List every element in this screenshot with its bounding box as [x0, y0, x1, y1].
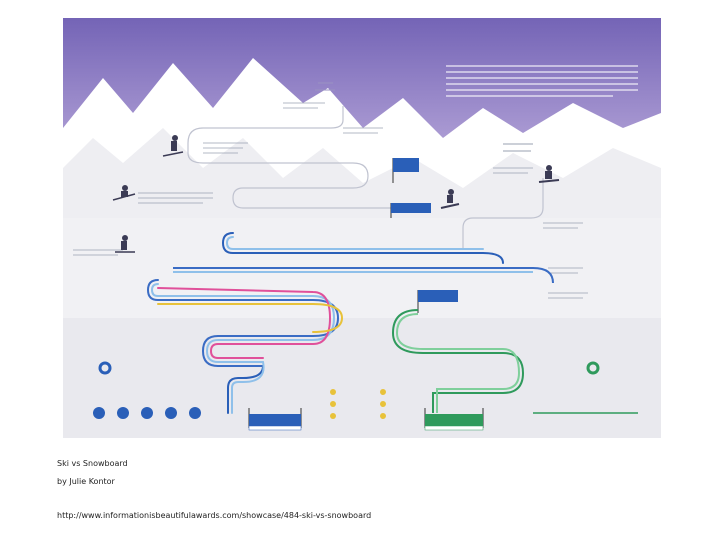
snowboarder-icon [538, 165, 560, 183]
caption-author: by Julie Kontor [57, 477, 115, 486]
silver-medal-icon [330, 401, 386, 407]
ski-history-heading [315, 82, 335, 91]
skier-icon [115, 235, 135, 253]
flag-icon [390, 203, 431, 218]
ski-track-upper [173, 267, 554, 284]
skier-icon [162, 135, 184, 157]
ski-track-lanes [146, 232, 504, 414]
ski-vs-snowboard-infographic [63, 18, 661, 438]
ski-bubble-row [93, 407, 201, 419]
snowboard-track-lanes [391, 309, 525, 413]
caption-title: Ski vs Snowboard [57, 459, 128, 468]
gold-medal-icon [330, 389, 386, 395]
ski-history-notes [73, 102, 383, 256]
intro-text-block [446, 65, 638, 97]
snowboard-history-path [462, 178, 544, 248]
skier-icon [112, 185, 136, 201]
bronze-medal-icon [330, 413, 386, 419]
snowboard-stats-donut [586, 361, 600, 375]
snowboarder-icon [440, 189, 460, 209]
snowboard-finish-sign [424, 408, 484, 431]
snowboard-history-notes [493, 167, 588, 299]
flag-icon [392, 158, 419, 183]
ski-finish-sign [248, 408, 302, 431]
snowboard-history-heading [503, 143, 533, 152]
infographic-canvas [63, 18, 661, 438]
ski-stats-donut [98, 361, 112, 375]
caption-url[interactable]: http://www.informationisbeautifulawards.… [57, 511, 372, 520]
ski-history-path [187, 106, 393, 209]
lower-slope [63, 318, 661, 438]
